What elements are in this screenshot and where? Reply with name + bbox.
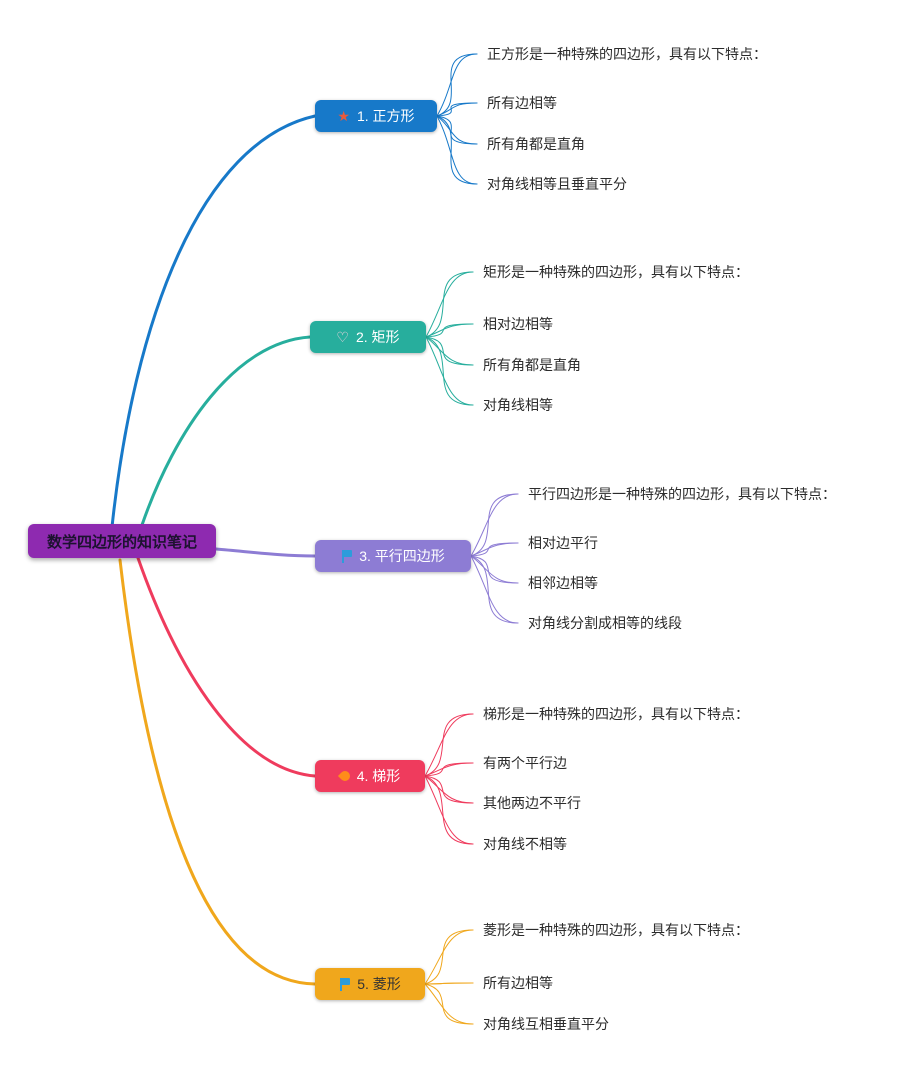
leaf-connector	[436, 115, 478, 145]
leaf-connector	[425, 336, 474, 406]
leaf-connector	[424, 983, 474, 1025]
leaf-connector	[425, 271, 474, 338]
leaf-connector	[470, 493, 519, 557]
leaf-connector	[424, 929, 474, 985]
branch-label: 4. 梯形	[356, 768, 401, 784]
branch-node-square[interactable]: ★ 1. 正方形	[315, 100, 437, 132]
leaf-connector	[470, 555, 519, 584]
fire-icon	[337, 768, 352, 784]
leaf[interactable]: 矩形是一种特殊的四边形，具有以下特点：	[483, 264, 749, 280]
leaf-connector	[424, 983, 474, 1025]
leaf[interactable]: 对角线不相等	[483, 836, 567, 852]
leaf-connector	[470, 493, 519, 557]
leaf-connector	[424, 982, 474, 985]
leaf[interactable]: 相邻边相等	[528, 575, 598, 591]
leaf-connector	[424, 713, 474, 777]
leaf-connector	[470, 555, 519, 624]
leaf-connector	[424, 775, 474, 804]
leaf-connector	[470, 542, 519, 557]
leaf-connector	[436, 115, 478, 185]
leaf-connector	[436, 53, 478, 117]
leaf-connector	[424, 762, 474, 777]
leaf-connector	[425, 271, 474, 338]
leaf-connector	[424, 982, 474, 985]
leaf[interactable]: 所有角都是直角	[487, 136, 585, 152]
leaf[interactable]: 对角线相等	[483, 397, 553, 413]
root-node[interactable]: 数学四边形的知识笔记	[28, 524, 216, 558]
leaf[interactable]: 其他两边不平行	[483, 795, 581, 811]
branch-connector	[136, 556, 317, 778]
leaf-connector	[436, 102, 478, 117]
leaf[interactable]: 平行四边形是一种特殊的四边形，具有以下特点：	[528, 486, 836, 502]
leaf[interactable]: 菱形是一种特殊的四边形，具有以下特点：	[483, 922, 749, 938]
leaf[interactable]: 有两个平行边	[483, 755, 567, 771]
branch-node-trapezoid[interactable]: 4. 梯形	[315, 760, 425, 792]
leaf[interactable]: 梯形是一种特殊的四边形，具有以下特点：	[483, 706, 749, 722]
leaf-connector	[424, 775, 474, 845]
leaf-connector	[425, 336, 474, 366]
leaf[interactable]: 对角线分割成相等的线段	[528, 615, 682, 631]
branch-label: 5. 菱形	[357, 976, 401, 992]
leaf-connector	[470, 542, 519, 557]
leaf-connector	[425, 323, 474, 338]
leaf-connector	[424, 929, 474, 985]
heart-icon: ♡	[336, 329, 349, 345]
root-label: 数学四边形的知识笔记	[46, 533, 197, 551]
leaf-connector	[436, 53, 478, 117]
leaf-connector	[424, 762, 474, 777]
leaf[interactable]: 相对边平行	[528, 535, 598, 551]
branch-connector	[110, 114, 317, 529]
leaf-connector	[425, 336, 474, 406]
leaf[interactable]: 所有边相等	[483, 975, 553, 991]
leaf[interactable]: 相对边相等	[483, 316, 553, 332]
leaf-connector	[425, 323, 474, 338]
leaf[interactable]: 对角线相等且垂直平分	[487, 176, 627, 192]
leaf-connector	[424, 775, 474, 845]
branch-node-rhombus[interactable]: 5. 菱形	[315, 968, 425, 1000]
star-icon: ★	[337, 108, 350, 124]
branch-label: 2. 矩形	[355, 329, 400, 345]
leaf[interactable]: 所有角都是直角	[483, 357, 581, 373]
leaf[interactable]: 对角线互相垂直平分	[483, 1016, 609, 1032]
flag-icon	[341, 549, 353, 563]
flag-icon	[339, 977, 351, 991]
leaf[interactable]: 正方形是一种特殊的四边形，具有以下特点：	[487, 46, 767, 62]
branch-label: 3. 平行四边形	[359, 548, 445, 564]
leaf-connector	[425, 336, 474, 366]
leaf-connector	[436, 115, 478, 145]
leaf-connector	[436, 115, 478, 185]
branch-connector	[214, 547, 317, 558]
leaf[interactable]: 所有边相等	[487, 95, 557, 111]
leaf-connector	[424, 775, 474, 804]
leaf-connector	[436, 102, 478, 117]
branch-node-parallelogram[interactable]: 3. 平行四边形	[315, 540, 471, 572]
branch-label: 1. 正方形	[356, 108, 415, 124]
branch-node-rectangle[interactable]: ♡ 2. 矩形	[310, 321, 426, 353]
branch-connector	[118, 558, 317, 986]
leaf-connector	[470, 555, 519, 584]
leaf-connector	[424, 713, 474, 777]
leaf-connector	[470, 555, 519, 624]
branch-connector	[140, 335, 312, 527]
